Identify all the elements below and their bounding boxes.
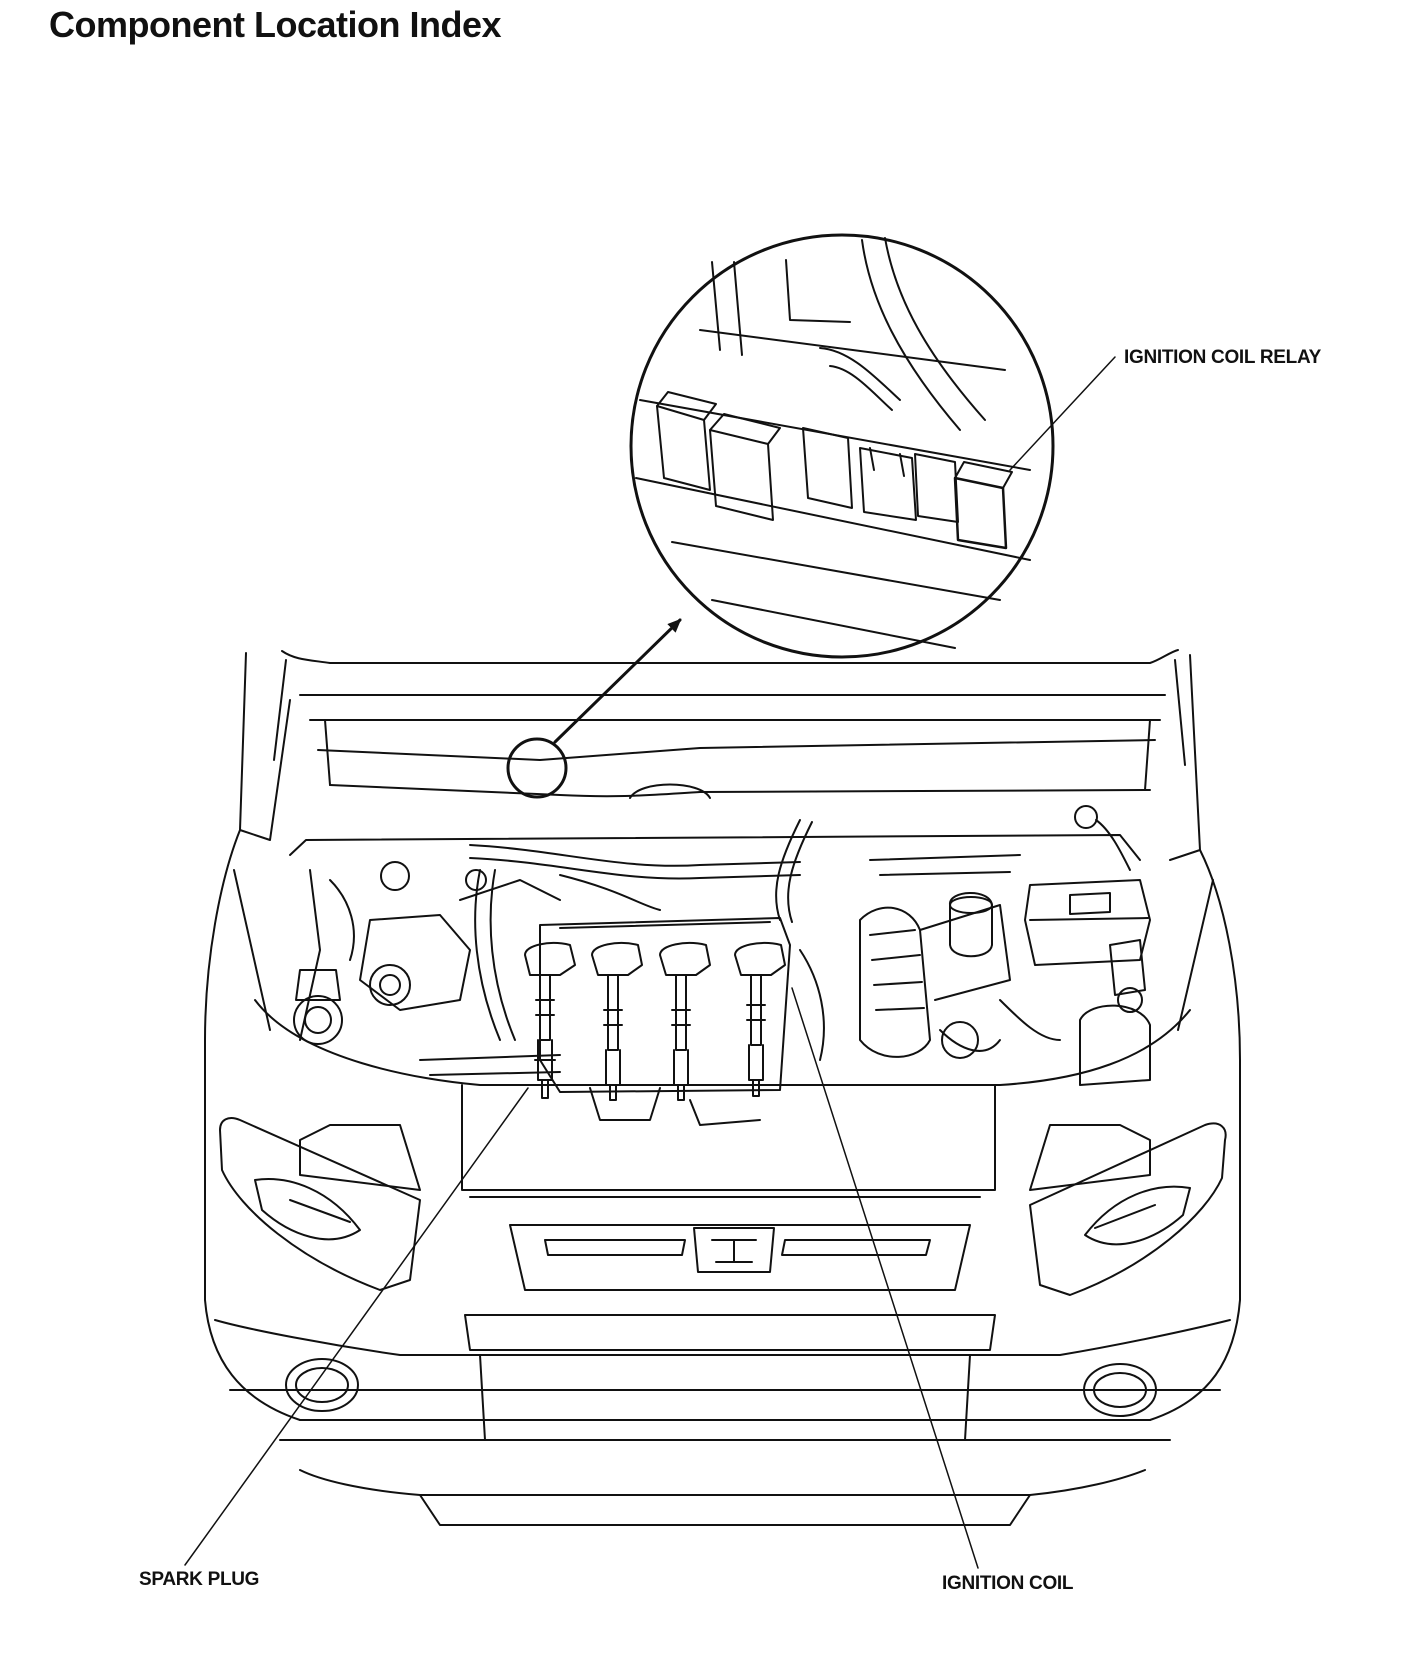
right-fog-light [1083, 1363, 1157, 1417]
right-fog-light-inner [1093, 1372, 1147, 1408]
spark-plug-leader-line [184, 1087, 529, 1566]
air-intake [859, 904, 1011, 1058]
ignition-coil-1 [524, 942, 576, 1041]
ignition-coil-relay-part [953, 461, 1013, 550]
fuse-box [1024, 879, 1151, 966]
ignition-coil-leader-line [791, 987, 979, 1569]
vehicle-front [204, 649, 1241, 1526]
ignition-coil-relay-label: IGNITION COIL RELAY [1124, 347, 1321, 368]
relay-block-2 [709, 413, 781, 521]
engine-bay [293, 805, 1151, 1126]
left-fog-light [285, 1358, 359, 1412]
left-headlight [219, 1117, 421, 1291]
ignition-coil-4 [734, 942, 786, 1097]
front-bumper [214, 1314, 1231, 1526]
ignition-coil-3 [659, 942, 711, 1101]
relay-block-1 [656, 391, 717, 491]
coolant-reservoir [949, 892, 993, 958]
relay-detail-inset [629, 233, 1055, 659]
ignition-coil-2 [591, 942, 643, 1101]
ignition-coil-label: IGNITION COIL [942, 1573, 1074, 1594]
relay-block-3 [802, 427, 853, 509]
relay-block-4 [859, 447, 917, 521]
brake-master-cylinder [359, 914, 471, 1011]
front-grille [509, 1224, 971, 1291]
spark-plug-1 [534, 1039, 556, 1099]
right-headlight [1029, 1122, 1227, 1296]
spark-plug-label: SPARK PLUG [139, 1569, 260, 1590]
relay-leader-line [1009, 356, 1116, 471]
magnify-arrow [553, 618, 682, 744]
relay-location-marker [506, 737, 568, 799]
left-fog-light-inner [295, 1367, 349, 1403]
relay-block-5 [914, 453, 959, 523]
page-title: Component Location Index [49, 4, 502, 45]
battery-area [1079, 939, 1151, 1086]
